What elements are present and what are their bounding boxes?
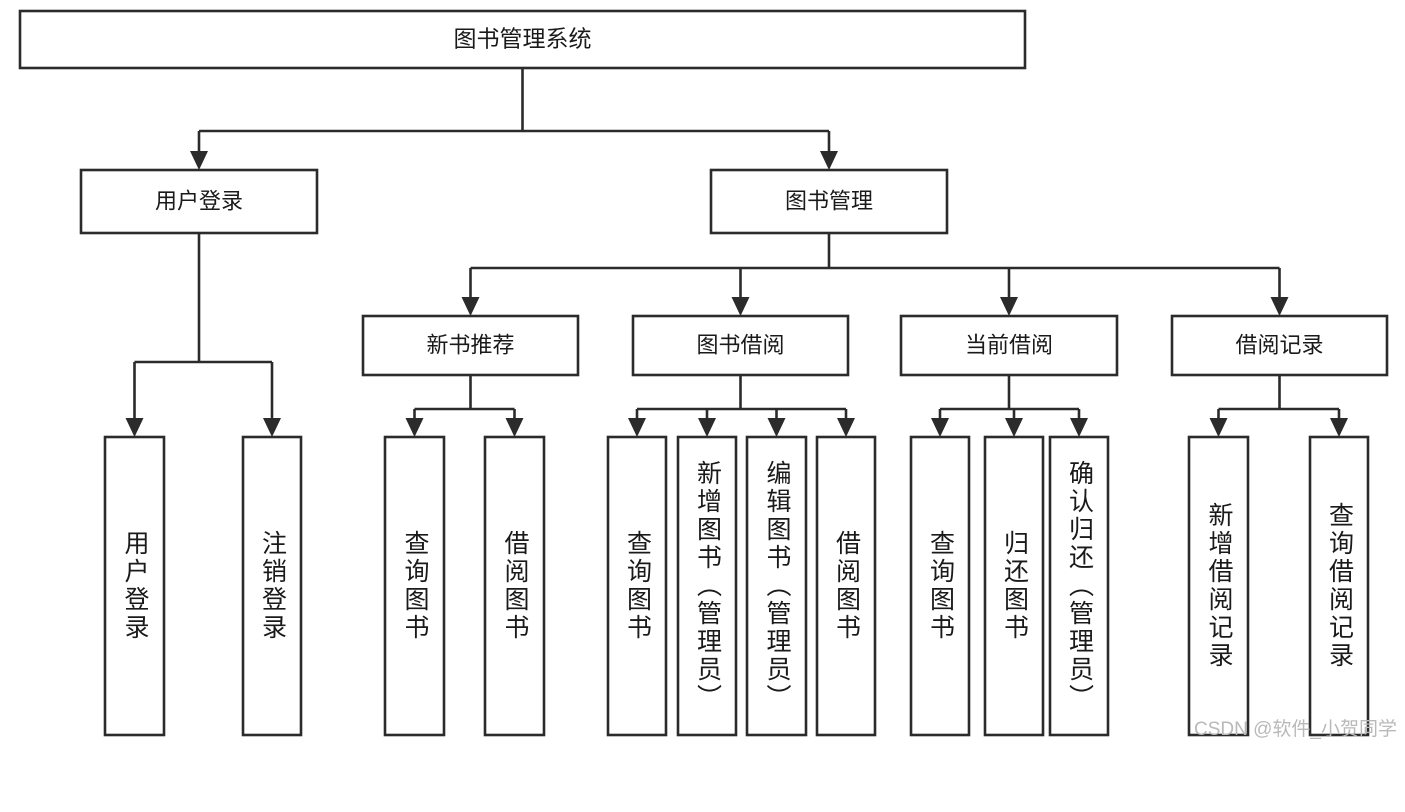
level2-node-0[interactable]: 用户登录 <box>79 168 319 235</box>
node-rect <box>631 314 850 377</box>
leaf-node-11[interactable] <box>1187 435 1250 737</box>
leaf-node-9[interactable] <box>983 435 1045 737</box>
arrow-head-icon <box>505 418 524 437</box>
arrow-head-icon <box>731 297 750 316</box>
node-rect <box>909 435 971 737</box>
level2-node-1[interactable]: 图书管理 <box>709 168 949 235</box>
arrow-head-icon <box>837 418 855 437</box>
arrow-head-icon <box>698 418 716 437</box>
node-label: 新书推荐 <box>426 332 514 357</box>
leaf-node-6[interactable] <box>745 435 808 737</box>
arrow-head-icon <box>1330 418 1348 437</box>
node-rect <box>103 435 166 737</box>
node-rect <box>483 435 546 737</box>
arrow-head-icon <box>125 418 144 437</box>
leaf-node-1[interactable] <box>241 435 303 737</box>
node-rect <box>1308 435 1370 737</box>
level3-node-0[interactable]: 新书推荐 <box>361 314 580 377</box>
node-label: 借阅记录 <box>1235 332 1323 357</box>
arrow-head-icon <box>820 151 838 170</box>
arrow-head-icon <box>1000 297 1018 316</box>
arrow-head-icon <box>263 418 281 437</box>
node-rect <box>1048 435 1110 737</box>
arrow-head-icon <box>628 418 646 437</box>
node-rect <box>983 435 1045 737</box>
arrow-head-icon <box>767 418 786 437</box>
arrow-head-icon <box>1005 418 1023 437</box>
node-rect <box>709 168 949 235</box>
node-rect <box>676 435 738 737</box>
arrow-head-icon <box>1270 297 1289 316</box>
node-rect <box>79 168 319 235</box>
hierarchy-diagram: 图书管理系统用户登录图书管理新书推荐图书借阅当前借阅借阅记录 用户登录注销登录查… <box>18 9 1397 740</box>
level3-node-3[interactable]: 借阅记录 <box>1170 314 1389 377</box>
node-rect <box>383 435 446 737</box>
arrow-head-icon <box>931 418 949 437</box>
node-rect <box>361 314 580 377</box>
arrow-head-icon <box>1209 418 1228 437</box>
arrow-head-icon <box>1070 418 1088 437</box>
node-rect <box>18 9 1027 70</box>
level3-node-2[interactable]: 当前借阅 <box>899 314 1119 377</box>
leaf-node-2[interactable] <box>383 435 446 737</box>
level3-node-1[interactable]: 图书借阅 <box>631 314 850 377</box>
leaf-node-10[interactable] <box>1048 435 1110 737</box>
node-label: 用户登录 <box>155 188 243 213</box>
root-node-book-system[interactable]: 图书管理系统 <box>18 9 1027 70</box>
leaf-node-0[interactable] <box>103 435 166 737</box>
watermark-text: CSDN @软件_小贺同学 <box>1194 719 1397 740</box>
leaf-node-12[interactable] <box>1308 435 1370 737</box>
node-label: 当前借阅 <box>965 332 1053 357</box>
node-rect <box>815 435 877 737</box>
arrow-head-icon <box>405 418 424 437</box>
node-rect <box>745 435 808 737</box>
node-label: 图书借阅 <box>696 332 784 357</box>
node-rect <box>1170 314 1389 377</box>
leaf-node-4[interactable] <box>606 435 668 737</box>
node-rect <box>241 435 303 737</box>
node-rect <box>899 314 1119 377</box>
arrow-head-icon <box>461 297 480 316</box>
node-label: 图书管理系统 <box>454 26 592 52</box>
node-rect <box>606 435 668 737</box>
arrow-head-icon <box>190 151 208 170</box>
leaf-node-7[interactable] <box>815 435 877 737</box>
leaf-node-3[interactable] <box>483 435 546 737</box>
node-label: 图书管理 <box>785 188 873 213</box>
connector-lines <box>125 68 1348 437</box>
leaf-node-8[interactable] <box>909 435 971 737</box>
node-rect <box>1187 435 1250 737</box>
leaf-node-5[interactable] <box>676 435 738 737</box>
